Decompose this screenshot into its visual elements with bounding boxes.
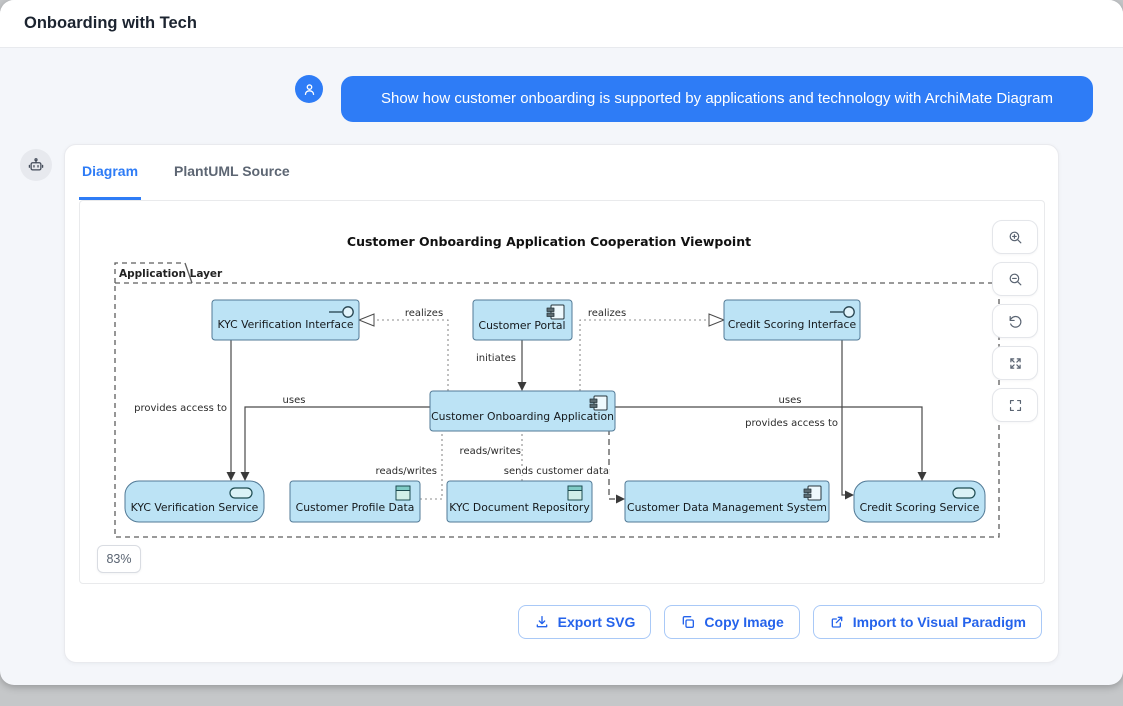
user-message-bubble: Show how customer onboarding is supporte… (341, 76, 1093, 122)
edge-label: initiates (476, 353, 516, 364)
tab-plantuml-source[interactable]: PlantUML Source (174, 163, 290, 179)
download-icon (536, 616, 547, 628)
relationship-lines (226, 313, 927, 504)
import-to-visual-paradigm-button[interactable]: Import to Visual Paradigm (812, 605, 1042, 639)
fullscreen-icon (1009, 399, 1021, 411)
component-icon (803, 485, 822, 501)
zoom-out-icon (1009, 273, 1021, 285)
relationship-labels: realizes realizes initiates provides acc… (133, 307, 840, 479)
zoom-level-badge: 83% (97, 545, 141, 573)
edge-label: reads/writes (376, 466, 437, 477)
edge-label: uses (779, 395, 802, 406)
user-avatar (295, 75, 323, 103)
interface-icon (342, 306, 354, 318)
edge-label: reads/writes (460, 446, 521, 457)
footer-actions: Export SVG Copy Image Import to Visual P… (517, 605, 1042, 639)
external-link-icon (831, 616, 843, 628)
zoom-controls (992, 220, 1038, 422)
edge-label: realizes (405, 308, 443, 319)
zoom-out-button[interactable] (992, 262, 1038, 296)
edge-label: uses (283, 395, 306, 406)
zoom-in-icon (1009, 231, 1021, 243)
boundary-label: Application Layer (119, 268, 223, 280)
data-object-icon (567, 485, 583, 501)
edge-label: sends customer data (504, 466, 609, 477)
copy-image-button[interactable]: Copy Image (664, 605, 800, 639)
node-kyc-document-repository: KYC Document Repository (446, 480, 593, 523)
expand-icon (1009, 357, 1021, 369)
svg-text:Credit Scoring Service: Credit Scoring Service (860, 501, 980, 514)
node-credit-scoring-service: Credit Scoring Service (853, 480, 986, 523)
diagram-viewport[interactable]: Customer Onboarding Application Cooperat… (79, 200, 1045, 584)
zoom-in-button[interactable] (992, 220, 1038, 254)
page-title: Onboarding with Tech (24, 14, 197, 32)
node-customer-data-management-system: Customer Data Management System (624, 480, 830, 523)
export-svg-button[interactable]: Export SVG (517, 605, 652, 639)
data-object-icon (395, 485, 411, 501)
expand-button[interactable] (992, 346, 1038, 380)
bot-avatar (20, 149, 52, 181)
fullscreen-button[interactable] (992, 388, 1038, 422)
result-card: Diagram PlantUML Source Customer Onboard… (64, 144, 1059, 663)
svg-text:Customer Data Management Syste: Customer Data Management System (627, 501, 827, 514)
node-customer-profile-data: Customer Profile Data (289, 480, 421, 523)
app-header: Onboarding with Tech (0, 0, 1123, 48)
svg-text:KYC Document Repository: KYC Document Repository (449, 501, 590, 514)
svg-text:KYC Verification Service: KYC Verification Service (131, 501, 259, 514)
tab-diagram[interactable]: Diagram (79, 145, 142, 200)
copy-icon (683, 616, 695, 628)
tab-bar: Diagram PlantUML Source (79, 145, 293, 200)
node-customer-portal: Customer Portal (472, 299, 573, 341)
component-icon (546, 304, 565, 320)
svg-text:Customer Onboarding Applicatio: Customer Onboarding Application (431, 410, 614, 423)
node-kyc-verification-interface: KYC Verification Interface (211, 299, 360, 341)
app-window: Onboarding with Tech Show how customer o… (0, 0, 1123, 685)
edge-label: provides access to (134, 403, 227, 414)
edge-label: realizes (588, 308, 626, 319)
svg-text:Credit Scoring Interface: Credit Scoring Interface (728, 318, 857, 331)
person-icon (304, 83, 314, 95)
diagram-title: Customer Onboarding Application Cooperat… (347, 234, 751, 249)
node-credit-scoring-interface: Credit Scoring Interface (723, 299, 861, 341)
svg-text:Customer Profile Data: Customer Profile Data (296, 501, 415, 514)
edge-label: provides access to (745, 418, 838, 429)
interface-icon (843, 306, 855, 318)
component-icon (589, 395, 608, 411)
node-kyc-verification-service: KYC Verification Service (124, 480, 265, 523)
svg-text:Customer Portal: Customer Portal (479, 319, 566, 332)
service-icon (229, 487, 253, 499)
robot-icon (28, 158, 44, 171)
service-icon (952, 487, 976, 499)
archimate-diagram: Customer Onboarding Application Cooperat… (114, 234, 1000, 538)
svg-text:KYC Verification Interface: KYC Verification Interface (217, 318, 353, 331)
node-customer-onboarding-application: Customer Onboarding Application (429, 390, 616, 432)
reset-view-button[interactable] (992, 304, 1038, 338)
reset-view-icon (1009, 315, 1021, 328)
